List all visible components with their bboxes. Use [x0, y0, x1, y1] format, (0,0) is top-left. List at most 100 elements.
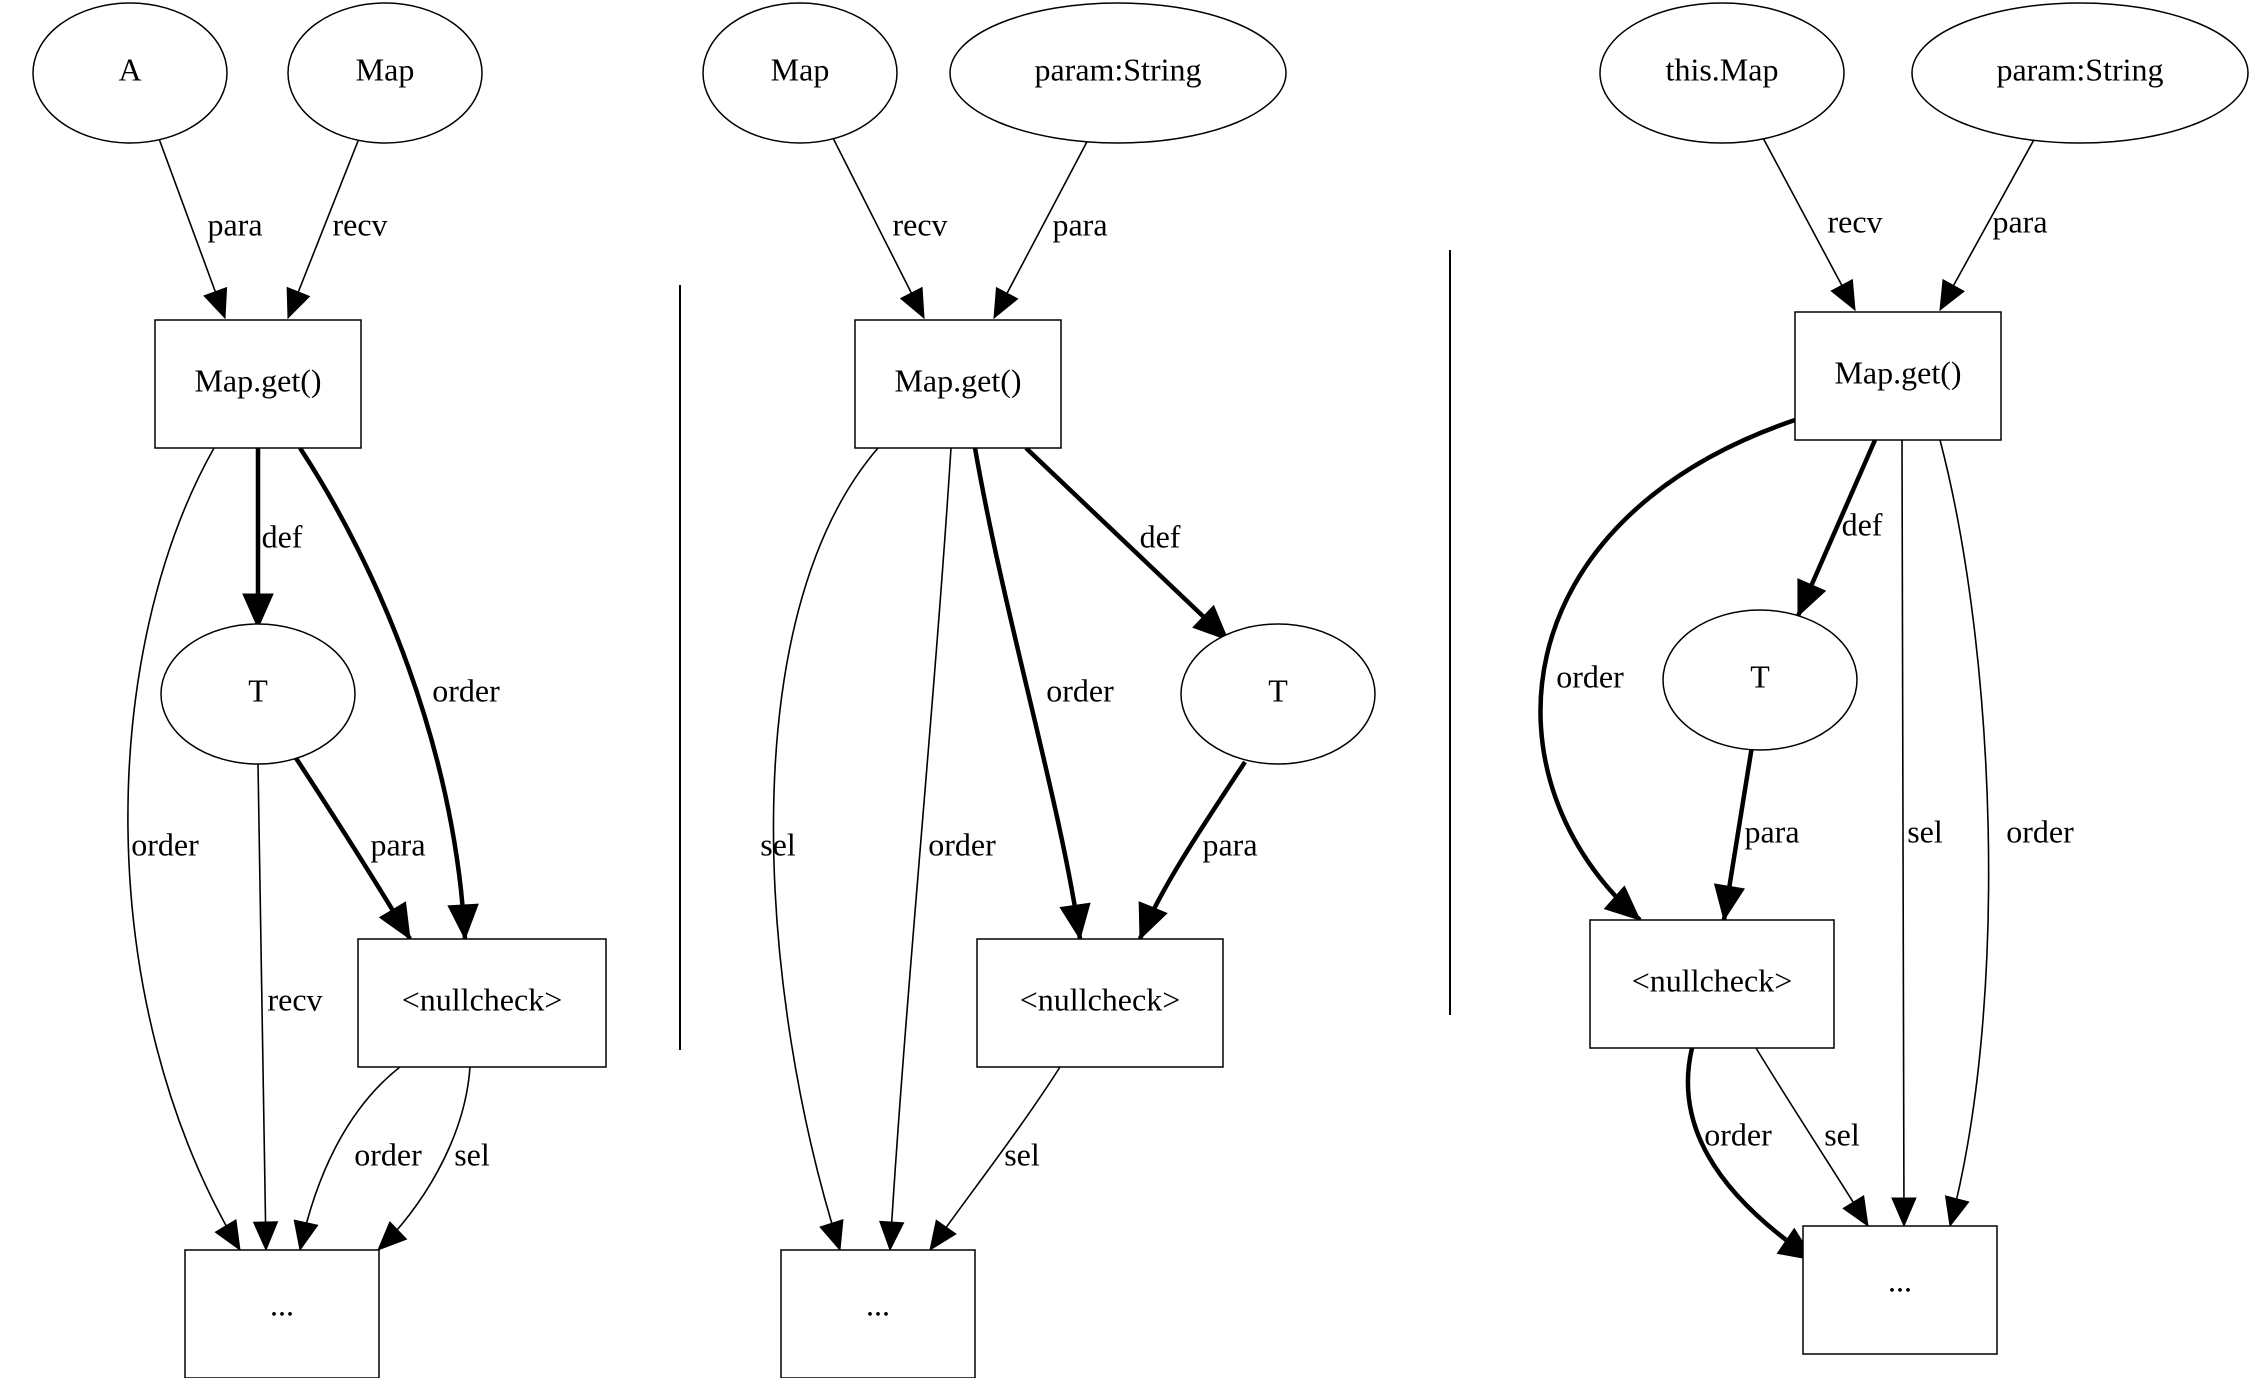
edge-label-sel: sel [1824, 1116, 1860, 1152]
box-node-shape [1794, 311, 2002, 441]
arrowhead-g3-9 [1842, 1195, 1869, 1228]
node-label: ... [866, 1286, 890, 1322]
node-label: Map.get() [1834, 354, 1961, 390]
edge-label-sel: sel [1004, 1136, 1040, 1172]
arrowhead-g2-2 [993, 286, 1019, 320]
edge-label-order: order [354, 1136, 422, 1172]
node-end-g2: ... [780, 1249, 976, 1378]
arrowhead-g3-1 [1830, 278, 1856, 312]
edge-label-order: order [1046, 672, 1114, 708]
edge-para-g3-2 [1939, 135, 2037, 311]
arrowhead-g3-4 [1603, 885, 1641, 921]
arrowhead-g3-3 [1797, 578, 1827, 618]
node-label: <nullcheck> [402, 981, 562, 1017]
edge-para-g1-1 [157, 135, 226, 319]
node-get-g1: Map.get() [154, 319, 362, 449]
ellipse-node-shape [32, 2, 228, 144]
node-param-g2: param:String [949, 2, 1287, 144]
edge-def-g2-3 [1024, 446, 1230, 642]
node-label: param:String [1034, 51, 1201, 87]
node-param-g3: param:String [1911, 2, 2249, 144]
box-node-shape [780, 1249, 976, 1378]
node-label: param:String [1996, 51, 2163, 87]
ellipse-node-shape [287, 2, 483, 144]
node-null-g2: <nullcheck> [976, 938, 1224, 1068]
edge-label-para: para [207, 206, 262, 242]
node-label: Map.get() [894, 362, 1021, 398]
box-node-shape [357, 938, 607, 1068]
arrowhead-g1-7 [252, 1221, 279, 1252]
arrowhead-g1-4 [447, 903, 479, 941]
edge-label-para: para [1992, 203, 2047, 239]
box-node-shape [976, 938, 1224, 1068]
edge-label-order: order [2006, 813, 2074, 849]
edge-order-g1-5 [127, 447, 241, 1251]
node-get-g3: Map.get() [1794, 311, 2002, 441]
arrowhead-g3-7 [1713, 883, 1746, 922]
box-node-shape [154, 319, 362, 449]
edge-label-order: order [131, 826, 199, 862]
node-thismap-g3: this.Map [1599, 2, 1845, 144]
box-node-shape [1589, 919, 1835, 1049]
arrowhead-g2-3 [1192, 604, 1229, 641]
edge-label-def: def [262, 518, 303, 554]
node-map-g1: Map [287, 2, 483, 144]
node-end-g1: ... [184, 1249, 380, 1378]
arrowhead-g2-8 [929, 1219, 957, 1252]
arrowhead-g1-6 [378, 901, 411, 941]
edge-label-def: def [1842, 506, 1883, 542]
edge-para-g2-2 [993, 135, 1091, 319]
edge-order-g3-4 [1538, 417, 1796, 922]
edge-order-g2-6 [889, 447, 952, 1251]
node-null-g3: <nullcheck> [1589, 919, 1835, 1049]
edge-label-recv: recv [267, 981, 322, 1017]
node-label: Map.get() [194, 362, 321, 398]
box-node-shape [184, 1249, 380, 1378]
node-t-g2: T [1180, 623, 1376, 765]
edge-sel-g2-5 [772, 447, 879, 1251]
ellipse-node-shape [1662, 609, 1858, 751]
edge-order-g3-8 [1685, 1047, 1816, 1262]
edge-label-recv: recv [892, 206, 947, 242]
ellipse-node-shape [1180, 623, 1376, 765]
edge-label-para: para [1052, 206, 1107, 242]
ellipse-node-shape [1599, 2, 1845, 144]
edge-label-para: para [1744, 813, 1799, 849]
ellipse-node-shape [702, 2, 898, 144]
ellipse-node-shape [949, 2, 1287, 144]
edge-sel-g3-5 [1901, 439, 1905, 1227]
edge-label-sel: sel [1907, 813, 1943, 849]
edge-recv-g1-2 [287, 135, 361, 319]
node-label: this.Map [1666, 51, 1779, 87]
node-label: Map [356, 51, 415, 87]
box-node-shape [854, 319, 1062, 449]
edge-label-sel: sel [454, 1136, 490, 1172]
node-label: <nullcheck> [1020, 981, 1180, 1017]
edge-label-order: order [928, 826, 996, 862]
edge-order-g1-4 [298, 446, 468, 940]
node-label: Map [771, 51, 830, 87]
edge-recv-g2-1 [831, 135, 925, 319]
node-label: T [1750, 658, 1770, 694]
edge-order-g2-4 [972, 447, 1083, 940]
arrowhead-g1-5 [214, 1218, 241, 1252]
edge-label-def: def [1140, 518, 1181, 554]
node-t-g1: T [160, 623, 356, 765]
node-label: ... [270, 1286, 294, 1322]
arrowhead-g3-5 [1891, 1197, 1917, 1228]
node-label: A [118, 51, 141, 87]
node-t-g3: T [1662, 609, 1858, 751]
edge-label-sel: sel [760, 826, 796, 862]
arrowhead-g3-2 [1939, 278, 1965, 312]
edge-label-para: para [370, 826, 425, 862]
node-get-g2: Map.get() [854, 319, 1062, 449]
node-map-g2: Map [702, 2, 898, 144]
ellipse-node-shape [1911, 2, 2249, 144]
arrowhead-g1-2 [286, 286, 311, 320]
edge-recv-g3-1 [1761, 135, 1856, 311]
edge-label-recv: recv [332, 206, 387, 242]
arrowhead-g1-3 [242, 593, 274, 630]
edge-label-order: order [432, 672, 500, 708]
edge-label-order: order [1704, 1116, 1772, 1152]
